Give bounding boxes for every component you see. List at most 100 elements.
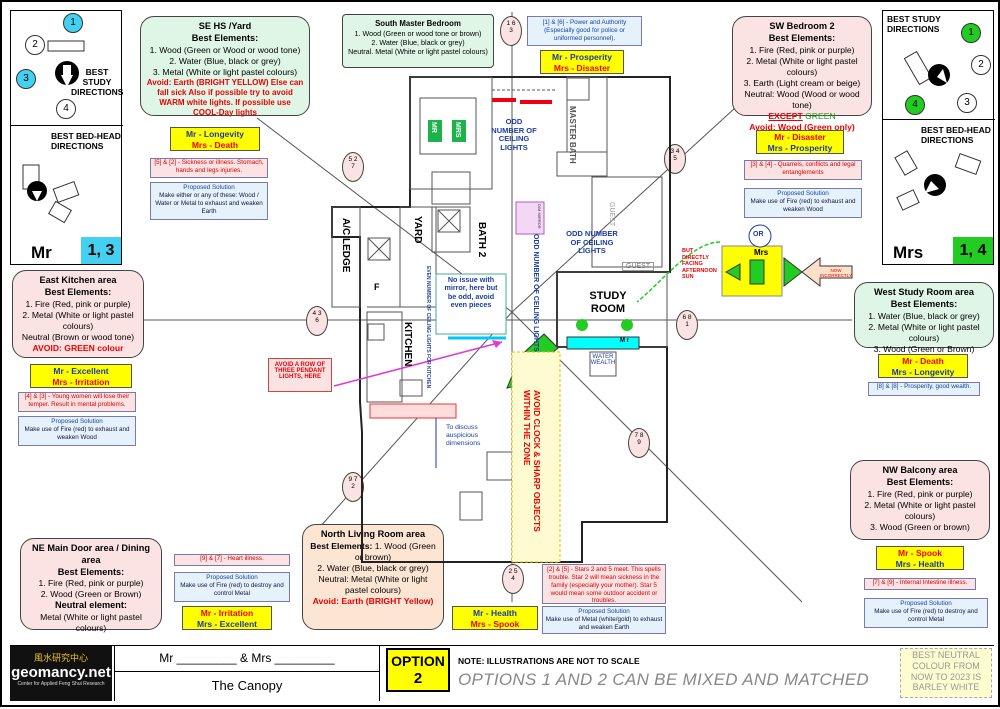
ws-mr: Mr - Death	[902, 356, 944, 366]
se-combo: [5] & [2] - Sickness or illness. Stomach…	[150, 158, 268, 178]
se-circle: 5 2 7	[342, 152, 364, 182]
nl-sub: Best Elements:	[310, 540, 373, 551]
sw-sol: Make use of Fire (red) to exhaust and we…	[750, 197, 856, 213]
sm-circle: 1 6 3	[500, 16, 522, 46]
project-name: The Canopy	[211, 678, 283, 693]
ne-neutral: Metal (White or light pastel colours)	[40, 612, 142, 634]
se-yard-box: SE HS /Yard Best Elements: 1. Wood (Gree…	[140, 16, 310, 118]
bath2-label: BATH 2	[476, 222, 487, 258]
num-2: 2	[25, 35, 45, 55]
ek-mrs: Mrs - Irritation	[52, 376, 110, 387]
ws-title: West Study Room area	[874, 287, 974, 297]
nw-mr: Mr - Spook	[898, 548, 942, 558]
option-number: 2	[413, 670, 423, 687]
nl-avoid: Avoid: Earth (BRIGHT Yellow)	[312, 595, 434, 606]
scale-note: NOTE: ILLUSTRATIONS ARE NOT TO SCALE	[458, 656, 640, 666]
legend-right: BEST STUDY DIRECTIONS 1 2 3 4 BEST BED-H…	[882, 10, 995, 265]
num-3-r: 3	[957, 93, 977, 113]
num-2-r: 2	[971, 55, 991, 75]
ac-ledge-label: A/C LEDGE	[340, 218, 351, 273]
ek-rating: Mr - Excellent Mrs - Irritation	[30, 364, 132, 388]
wrong-note: NOW INCORRECTLY	[820, 268, 852, 278]
clock-warning: AVOID CLOCK & SHARP OBJECTS WITHIN THE Z…	[522, 390, 542, 532]
nw-solution: Proposed Solution Make use of Fire (red)…	[864, 598, 988, 628]
sm-l2: 2. Water (Blue, black or grey)	[371, 38, 465, 48]
ne-main-box: NE Main Door area / Dining area Best Ele…	[20, 538, 162, 633]
sw-rating: Mr - Disaster Mrs - Prosperity	[756, 130, 844, 154]
num-4-r: 4	[905, 95, 925, 115]
master-bath-label: MASTER BATH	[568, 106, 577, 164]
nl-mrs: Mrs - Spook	[470, 618, 520, 629]
sm-combo: [1] & [6] - Power and Authority (Especia…	[527, 16, 642, 46]
se-sol: Make either or any of these: Wood / Wate…	[155, 191, 263, 215]
se-sol-title: Proposed Solution	[183, 184, 235, 191]
se-yard-avoid: Avoid: Earth (BRIGHT YELLOW) Else can fa…	[146, 77, 304, 118]
nw-rating: Mr - Spook Mrs - Health	[876, 546, 964, 570]
option-label: OPTION	[391, 653, 445, 669]
nw-title: NW Balcony area	[882, 465, 958, 475]
names-box: Mr _________ & Mrs _________ The Canopy	[114, 646, 380, 701]
nw-l1: 1. Fire (Red, pink or purple)	[867, 488, 973, 499]
se-yard-l2: 2. Water (Blue, black or grey)	[169, 55, 281, 66]
sw-mr: Mr - Disaster	[774, 132, 826, 142]
ws-circle: 6 8 1	[676, 310, 698, 340]
ne-sol-title: Proposed Solution	[206, 574, 258, 581]
bed-icon	[22, 164, 80, 224]
sm-l3: Neutral. Metal (White or light pastel co…	[348, 47, 488, 57]
desk-arrow-icon	[47, 40, 85, 87]
east-kitchen-box: East Kitchen area Best Elements: 1. Fire…	[12, 270, 144, 358]
ws-rating: Mr - Death Mrs - Longevity	[878, 354, 968, 378]
sw-l3: 3. Earth (Light cream or beige)	[743, 77, 861, 88]
footer	[10, 645, 994, 701]
mirror-note: No issue with mirror, here but be odd, a…	[444, 275, 498, 309]
or-label: OR	[753, 231, 764, 238]
sw-except: EXCEPT	[768, 110, 803, 121]
nw-mrs: Mrs - Health	[895, 558, 945, 569]
nw-balcony-box: NW Balcony area Best Elements: 1. Fire (…	[850, 460, 990, 540]
ws-mrs: Mrs - Longevity	[891, 366, 955, 377]
ek-mr: Mr - Excellent	[53, 366, 109, 376]
mrs-yellow-label: Mrs	[754, 248, 769, 257]
kitchen-label: KITCHEN	[402, 322, 413, 367]
se-mr: Mr - Longevity	[185, 129, 245, 139]
sw-sub: Best Elements:	[768, 32, 836, 43]
dimensions-note: To discuss auspicious dimensions	[446, 424, 481, 448]
nl-title: North Living Room area	[320, 529, 426, 539]
ne-mr: Mr - Irritation	[200, 608, 254, 618]
bed-icon-r	[894, 150, 982, 211]
logo-cn: 風水研究中心	[33, 653, 88, 663]
sw-l2: 2. Metal (White or light pastel colours)	[746, 55, 858, 77]
se-yard-l3: 3. Metal (White or light pastel colours)	[152, 66, 298, 77]
nl-l2: 2. Water (Blue, black or grey)	[317, 562, 429, 573]
num-3: 3	[16, 69, 36, 89]
sm-l1: 1. Wood (Green or wood tone or brown)	[354, 28, 482, 38]
ne-neutral-h: Neutral element:	[55, 600, 127, 611]
guest-label: GUEST	[608, 202, 615, 227]
odd-lights-2: ODD NUMBER OF CEILING LIGHTS	[566, 229, 618, 256]
nl-sol: Make use of Metal (white/gold) to exhaus…	[545, 615, 663, 631]
sw-bedroom-box: SW Bedroom 2 Best Elements: 1. Fire (Red…	[732, 16, 872, 132]
nw-l2: 2. Metal (White or light pastel colours)	[864, 499, 976, 521]
nw-sol: Make use of Fire (red) to destroy and co…	[874, 607, 978, 623]
names-line[interactable]: Mr _________ & Mrs _________	[159, 651, 335, 665]
sw-neutral: Neutral: Wood (Wood or wood tone)	[744, 88, 860, 110]
ek-sol-title: Proposed Solution	[51, 418, 103, 425]
ek-l1: 1. Fire (Red, pink or purple)	[25, 298, 131, 309]
nl-sol-title: Proposed Solution	[578, 608, 630, 615]
bed-directions-label: BEST BED-HEAD DIRECTIONS	[51, 131, 121, 152]
ek-avoid: AVOID: GREEN colour	[32, 342, 124, 353]
ws-l3: 3. Wood (Green or Brown)	[873, 343, 975, 354]
even-lights: EVEN NUMBER OF CEILING LIGHTS FOR KITCHE…	[425, 266, 431, 389]
sw-sol-title: Proposed Solution	[777, 190, 829, 197]
fridge-label: F	[374, 282, 380, 292]
ek-solution: Proposed Solution Make use of Fire (red)…	[18, 416, 136, 446]
guest-label-2: GUEST	[622, 262, 655, 271]
sm-title: South Master Bedroom	[375, 19, 461, 28]
sw-except-green: GREEN	[805, 110, 836, 121]
odd-lights-1: ODD NUMBER OF CEILING LIGHTS	[491, 117, 537, 152]
ne-l1: 1. Fire (Red, pink or purple)	[38, 578, 144, 589]
ws-combo: [8] & [8] - Prosperity, good wealth.	[868, 382, 980, 396]
south-master-box: South Master Bedroom 1. Wood (Green or w…	[342, 14, 494, 68]
neutral-colour-note: BEST NEUTRAL COLOUR FROM NOW TO 2023 IS …	[900, 648, 992, 698]
